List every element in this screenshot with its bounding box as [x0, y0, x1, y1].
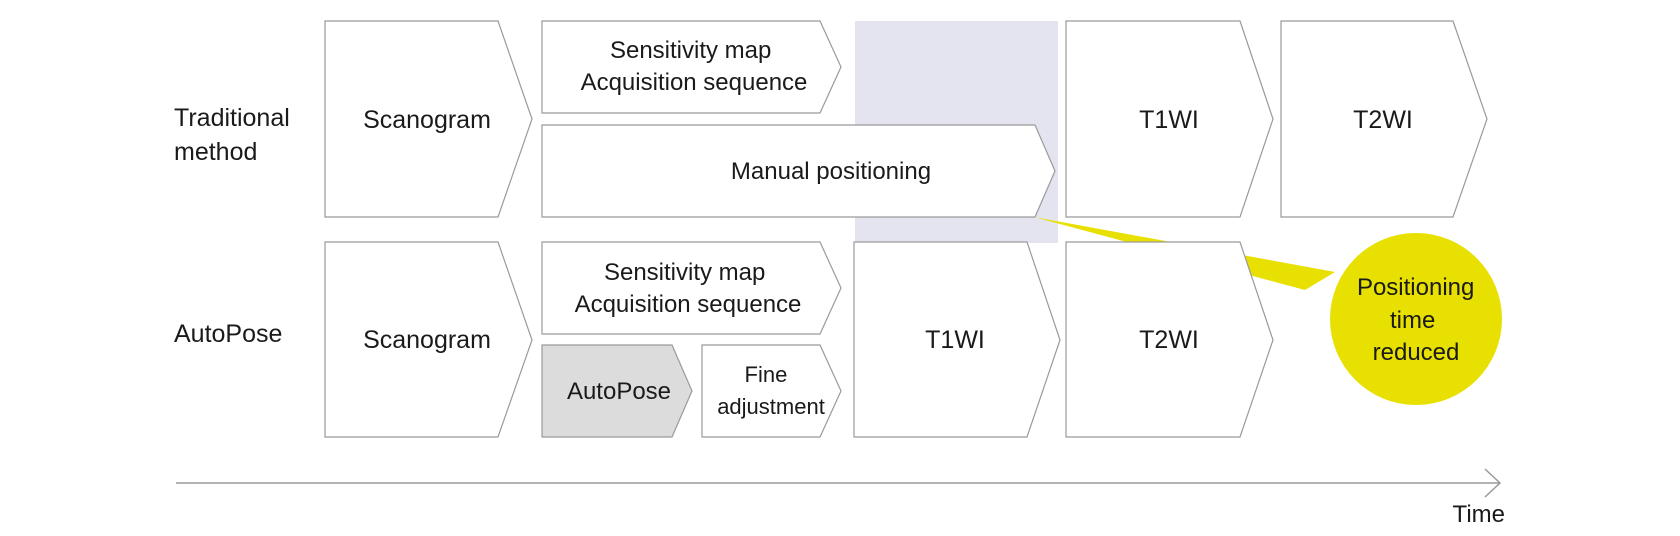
trad-manual-positioning-label: Manual positioning	[731, 158, 931, 185]
trad-scanogram-step: Scanogram	[324, 20, 533, 218]
auto-autopose-label: AutoPose	[567, 378, 671, 405]
auto-fine-adjustment-step: Fine adjustment	[701, 344, 842, 438]
trad-t1wi-label: T1WI	[1139, 106, 1199, 134]
trad-scanogram-label: Scanogram	[363, 106, 491, 134]
auto-sensitivity-step: Sensitivity map Acquisition sequence	[541, 241, 842, 335]
row-label-traditional: Traditional method	[174, 104, 297, 166]
time-axis-arrowhead	[1484, 468, 1502, 498]
auto-autopose-step: AutoPose	[541, 344, 693, 438]
positioning-time-reduced-callout: Positioning time reduced	[1330, 233, 1502, 405]
auto-scanogram-label: Scanogram	[363, 326, 491, 354]
auto-t2wi-label: T2WI	[1139, 326, 1199, 354]
auto-t2wi-step: T2WI	[1065, 241, 1274, 438]
trad-sensitivity-step: Sensitivity map Acquisition sequence	[541, 20, 842, 114]
trad-t2wi-label: T2WI	[1353, 106, 1413, 134]
trad-sensitivity-label: Sensitivity map Acquisition sequence	[581, 37, 808, 96]
auto-sensitivity-label: Sensitivity map Acquisition sequence	[575, 259, 802, 318]
callout-text: Positioning time reduced	[1357, 274, 1481, 366]
trad-t2wi-step: T2WI	[1280, 20, 1488, 218]
auto-t1wi-step: T1WI	[853, 241, 1061, 438]
trad-manual-positioning-step: Manual positioning	[541, 124, 1056, 218]
row-label-autopose: AutoPose	[174, 320, 282, 348]
time-axis-label: Time	[1453, 501, 1505, 528]
time-axis: Time	[176, 468, 1505, 528]
auto-t1wi-label: T1WI	[925, 326, 985, 354]
auto-fine-adjustment-label: Fine adjustment	[717, 362, 825, 419]
trad-t1wi-step: T1WI	[1065, 20, 1274, 218]
auto-scanogram-step: Scanogram	[324, 241, 533, 438]
